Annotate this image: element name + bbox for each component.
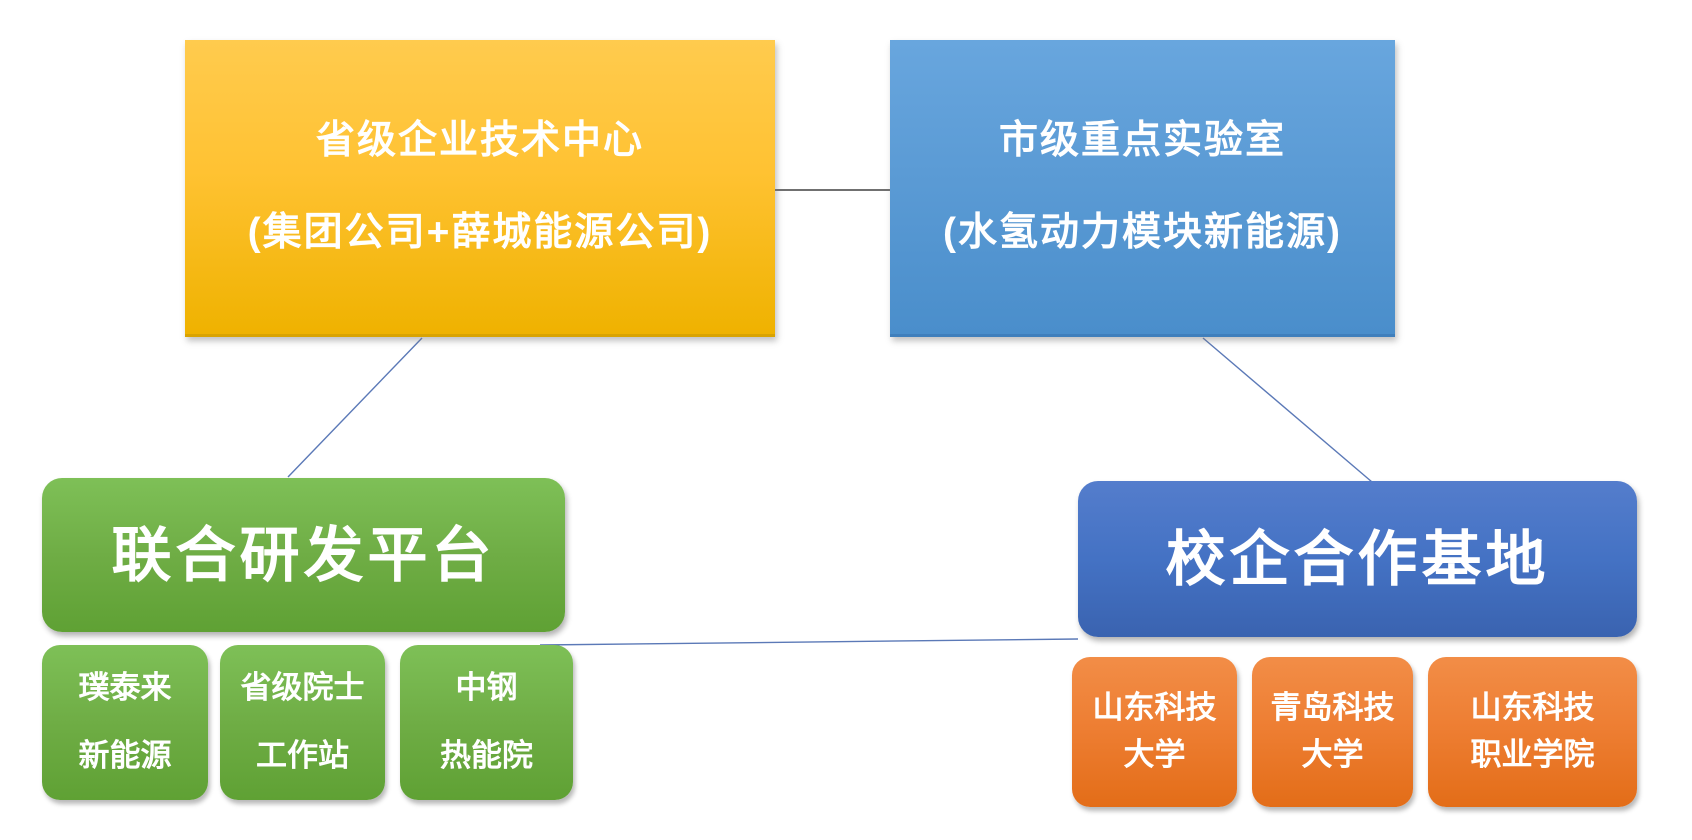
rd-member-line: 新能源 [78,738,172,773]
school-line: 山东科技 [1470,690,1595,726]
key-lab-title: 市级重点实验室 [998,118,1286,162]
node-joint-rd-platform: 联合研发平台 [42,478,565,632]
node-rd-member-academician-station: 省级院士 工作站 [220,645,385,800]
rd-member-line: 璞泰来 [78,670,172,706]
rd-member-line: 中钢 [455,670,518,706]
node-school-enterprise-base: 校企合作基地 [1078,481,1637,637]
connector-rdplatform-coopbase [539,638,1079,646]
school-line: 大学 [1123,737,1186,772]
node-school-qust: 青岛科技 大学 [1252,657,1413,807]
node-provincial-tech-center: 省级企业技术中心 (集团公司+薛城能源公司) [185,40,775,337]
school-line: 山东科技 [1092,690,1217,726]
node-school-sdust: 山东科技 大学 [1072,657,1237,807]
rd-member-line: 热能院 [440,738,533,773]
connector-techcenter-rdplatform [287,337,423,478]
coop-base-label: 校企合作基地 [1165,525,1550,593]
rd-member-line: 省级院士 [240,670,365,706]
node-school-sd-vocational: 山东科技 职业学院 [1428,657,1637,807]
school-line: 大学 [1301,737,1364,772]
connector-keylab-coopbase [1202,337,1373,483]
tech-center-title: 省级企业技术中心 [315,118,644,162]
school-line: 职业学院 [1470,737,1595,772]
tech-center-subtitle: (集团公司+薛城能源公司) [247,210,713,254]
node-rd-member-putailai: 璞泰来 新能源 [42,645,208,800]
node-city-key-lab: 市级重点实验室 (水氢动力模块新能源) [890,40,1395,337]
rd-member-line: 工作站 [256,738,349,773]
rd-platform-label: 联合研发平台 [111,521,496,589]
key-lab-subtitle: (水氢动力模块新能源) [943,210,1342,254]
node-rd-member-sinosteel: 中钢 热能院 [400,645,573,800]
school-line: 青岛科技 [1270,690,1395,726]
